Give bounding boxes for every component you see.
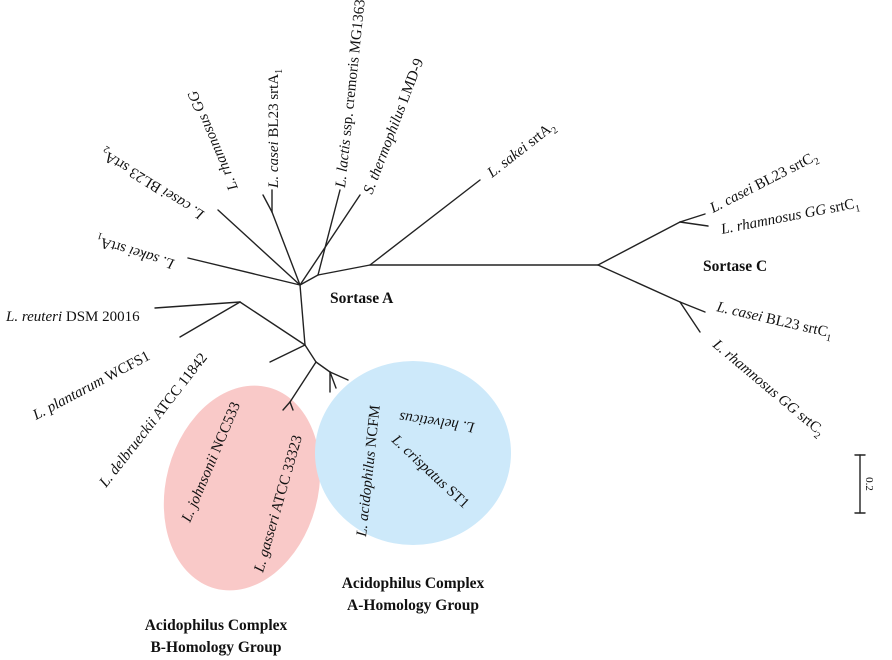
branch bbox=[679, 221, 709, 227]
branch bbox=[679, 213, 706, 223]
branch bbox=[269, 344, 306, 363]
branch bbox=[304, 344, 317, 363]
branch bbox=[289, 361, 317, 403]
label-group-b-line2: B-Homology Group bbox=[150, 639, 281, 656]
branch bbox=[299, 274, 319, 286]
branch bbox=[262, 194, 273, 213]
leaf-casei-srta2: L. casei BL23 srtA2 bbox=[98, 143, 210, 223]
branch bbox=[282, 401, 291, 411]
branch bbox=[679, 301, 706, 313]
branch bbox=[329, 371, 337, 389]
branch bbox=[217, 209, 301, 286]
branch bbox=[299, 284, 306, 346]
leaf-reuteri-dsm20016: L. reuteri DSM 20016 bbox=[5, 309, 140, 325]
leaf-casei-srta1: L. casei BL23 srtA1 bbox=[266, 69, 285, 189]
branch bbox=[271, 211, 301, 286]
group-b-ellipse bbox=[163, 385, 321, 591]
leaf-casei-srtc1: L. casei BL23 srtC1 bbox=[713, 299, 834, 344]
branch bbox=[679, 301, 701, 333]
label-group-a-line1: Acidophilus Complex bbox=[342, 575, 485, 592]
label-group-a-line2: A-Homology Group bbox=[347, 597, 479, 614]
branch bbox=[317, 189, 341, 276]
leaf-rhamnosus-srtc2: L. rhamnosus GG srtC2 bbox=[707, 336, 828, 442]
branch bbox=[179, 301, 241, 338]
branch bbox=[329, 371, 349, 381]
leaf-rhamnosus-gg-srta1: L. rhamnosus GG bbox=[185, 88, 242, 194]
group-a-ellipse bbox=[315, 361, 511, 545]
leaf-lactis-mg1363: L. lactis ssp. cremoris MG1363 bbox=[333, 0, 369, 189]
branch bbox=[239, 301, 306, 346]
label-group-b-line1: Acidophilus Complex bbox=[145, 617, 288, 634]
branch bbox=[154, 301, 241, 309]
leaf-thermophilus-lmd9: S. thermophilus LMD-9 bbox=[361, 56, 427, 196]
leaf-sakei-srta2: L. sakei srtA2 bbox=[484, 119, 561, 185]
branch bbox=[289, 401, 294, 411]
branch bbox=[369, 179, 481, 266]
tree-branches bbox=[154, 179, 709, 411]
leaf-plantarum-wcfs1: L. plantarum WCFS1 bbox=[29, 348, 152, 424]
branch bbox=[317, 264, 371, 276]
branch bbox=[299, 194, 361, 286]
leaf-sakei-srta1: L. sakei srtA1 bbox=[94, 230, 178, 272]
branch bbox=[597, 264, 681, 303]
branch bbox=[187, 257, 301, 286]
label-sortase-a: Sortase A bbox=[330, 290, 394, 307]
branch bbox=[315, 361, 331, 373]
scale-bar-label: 0.2 bbox=[863, 477, 875, 491]
scale-bar: 0.2 bbox=[854, 454, 875, 514]
label-sortase-c: Sortase C bbox=[703, 258, 767, 275]
branch bbox=[597, 221, 681, 266]
